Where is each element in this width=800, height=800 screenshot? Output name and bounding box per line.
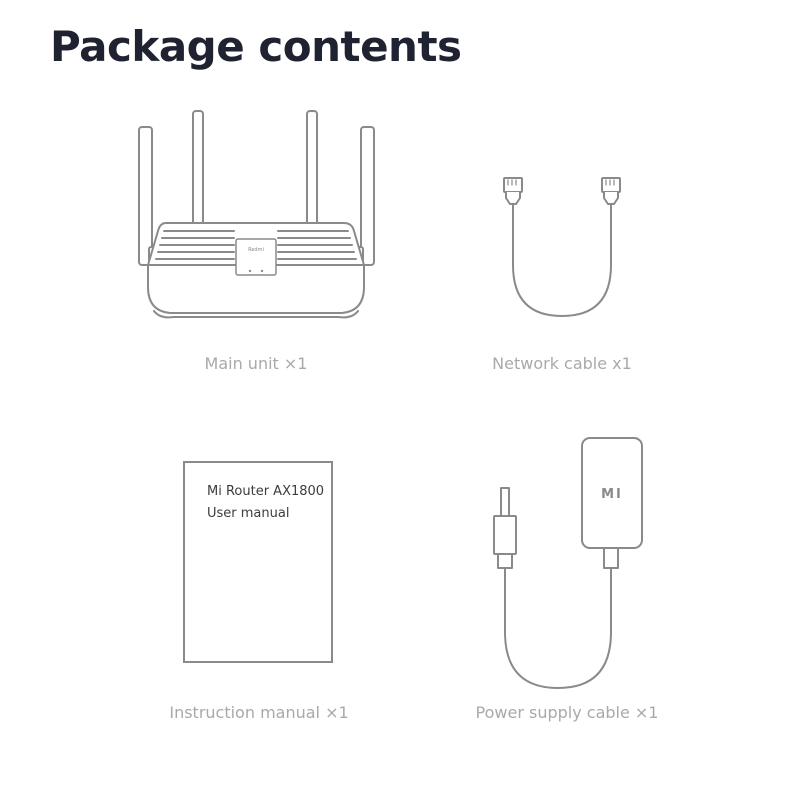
network-cable-caption: Network cable x1 [492,354,632,373]
main-unit-caption: Main unit ×1 [204,354,308,373]
instruction-manual-caption: Instruction manual ×1 [169,703,349,722]
adapter-logo: MI [601,487,623,502]
ethernet-cable-icon [503,177,621,317]
router-brand-label: Redmi [248,247,264,253]
manual-cover-subtitle: User manual [207,506,290,521]
router-icon: Redmi [138,110,375,319]
page-title: Package contents [50,22,462,71]
manual-cover-title: Mi Router AX1800 [207,484,325,499]
power-adapter-icon: MI [493,437,643,689]
manual-icon: Mi Router AX1800 User manual [183,461,333,663]
power-supply-caption: Power supply cable ×1 [475,703,659,722]
